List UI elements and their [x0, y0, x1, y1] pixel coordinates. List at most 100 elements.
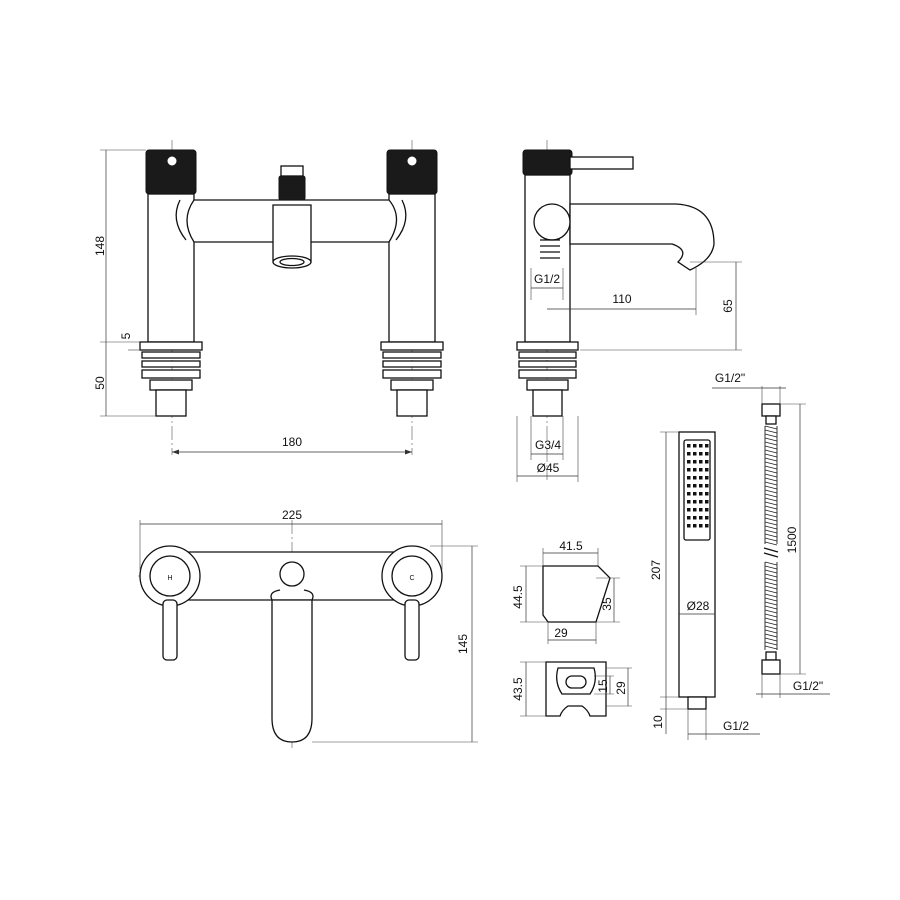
- nozzle: [699, 508, 703, 512]
- dim-plan-width: 225: [282, 508, 302, 522]
- dim-front-centres: 180: [282, 435, 302, 449]
- hose-coil-stroke: [764, 525, 778, 530]
- hose-coil-stroke: [764, 509, 778, 514]
- wall-bracket: 41.5 44.5 35 29: [511, 539, 620, 644]
- nozzle: [699, 444, 703, 448]
- left-knurled-cap: [145, 149, 197, 195]
- nozzle: [699, 476, 703, 480]
- front-view: 148 5 50 180: [93, 140, 444, 455]
- hose-coil-stroke: [764, 505, 778, 510]
- handset-holder: 43.5 15 29: [511, 661, 632, 717]
- hose-coil-stroke: [764, 637, 778, 642]
- hose-coil-stroke: [764, 609, 778, 614]
- nozzle: [699, 452, 703, 456]
- nozzle: [699, 468, 703, 472]
- nozzle: [699, 460, 703, 464]
- hose-coil-stroke: [764, 517, 778, 522]
- hose-coil-stroke: [764, 617, 778, 622]
- dim-hose-top-thread: G1/2": [715, 371, 745, 385]
- nozzle: [705, 476, 709, 480]
- nozzle: [699, 484, 703, 488]
- hose-coil-stroke: [764, 581, 778, 586]
- dim-front-gap: 5: [119, 332, 133, 339]
- hose-coil-stroke: [764, 425, 778, 430]
- hose-coil-stroke: [764, 461, 778, 466]
- nozzle: [705, 500, 709, 504]
- nozzle: [699, 524, 703, 528]
- hose-coil-stroke: [764, 485, 778, 490]
- hose-coil-stroke: [764, 481, 778, 486]
- dim-front-height: 148: [93, 236, 107, 256]
- hose-coil-stroke: [764, 453, 778, 458]
- dim-side-inlet: G1/2: [534, 272, 560, 286]
- dim-bracket-inner-height: 35: [600, 597, 614, 611]
- nozzle: [705, 516, 709, 520]
- nozzle: [705, 484, 709, 488]
- hose-coil-stroke: [764, 521, 778, 526]
- nozzle: [693, 492, 697, 496]
- hose-coil-stroke: [764, 477, 778, 482]
- nozzle: [687, 460, 691, 464]
- nozzle: [699, 492, 703, 496]
- dim-side-base-dia: Ø45: [537, 461, 560, 475]
- nozzle: [705, 468, 709, 472]
- hose-coil-stroke: [764, 577, 778, 582]
- nozzle: [693, 460, 697, 464]
- hose-coil-stroke: [764, 489, 778, 494]
- hose-coil-stroke: [764, 569, 778, 574]
- hose-coil-stroke: [764, 573, 778, 578]
- nozzle: [699, 516, 703, 520]
- dim-bracket-height: 44.5: [511, 585, 525, 609]
- nozzle: [693, 500, 697, 504]
- dim-handset-tail: 10: [651, 715, 665, 729]
- dim-bracket-top-width: 41.5: [559, 539, 583, 553]
- hose-coil-stroke: [764, 433, 778, 438]
- nozzle: [693, 516, 697, 520]
- nozzle-grid: [687, 444, 709, 528]
- nozzle: [705, 524, 709, 528]
- hose-coil-stroke: [764, 473, 778, 478]
- hose-coil-stroke: [764, 613, 778, 618]
- dim-holder-height: 43.5: [511, 677, 525, 701]
- nozzle: [687, 492, 691, 496]
- hose-coil-stroke: [764, 469, 778, 474]
- nozzle: [705, 460, 709, 464]
- nozzle: [687, 476, 691, 480]
- nozzle: [687, 508, 691, 512]
- shower-hose: G1/2" 1500 G1/2": [712, 371, 830, 698]
- cold-mark: C: [409, 575, 414, 582]
- nozzle: [693, 476, 697, 480]
- hose-coil-stroke: [764, 445, 778, 450]
- hose-coil-stroke: [764, 565, 778, 570]
- dim-plan-depth: 145: [456, 634, 470, 654]
- hose-coil-stroke: [764, 493, 778, 498]
- nozzle: [687, 452, 691, 456]
- hose-coil-stroke: [764, 561, 778, 566]
- dim-side-thread: G3/4: [535, 438, 561, 452]
- hose-coil-stroke: [764, 501, 778, 506]
- hose-coil-stroke: [764, 621, 778, 626]
- hose-coil-stroke: [764, 465, 778, 470]
- hose-coil-stroke: [764, 497, 778, 502]
- dim-handset-dia: Ø28: [687, 599, 710, 613]
- hose-coil-stroke: [764, 641, 778, 646]
- nozzle: [693, 452, 697, 456]
- hose-coil-stroke: [764, 437, 778, 442]
- hose-coil-stroke: [764, 457, 778, 462]
- dim-bracket-bottom-width: 29: [554, 626, 568, 640]
- nozzle: [693, 508, 697, 512]
- nozzle: [699, 500, 703, 504]
- hose-coil-stroke: [764, 429, 778, 434]
- handset: 207 Ø28 10 G1/2: [649, 431, 760, 740]
- dim-holder-slot: 15: [596, 679, 610, 693]
- nozzle: [705, 508, 709, 512]
- plan-view: H C 225 145: [138, 508, 478, 748]
- nozzle: [693, 444, 697, 448]
- hose-coil-stroke: [764, 593, 778, 598]
- hose-coil-stroke: [764, 625, 778, 630]
- diverter-knob: [278, 175, 306, 201]
- side-view: G1/2 110 65 G3/4 Ø45: [516, 140, 742, 482]
- nozzle: [687, 468, 691, 472]
- dim-handset-thread: G1/2: [723, 719, 749, 733]
